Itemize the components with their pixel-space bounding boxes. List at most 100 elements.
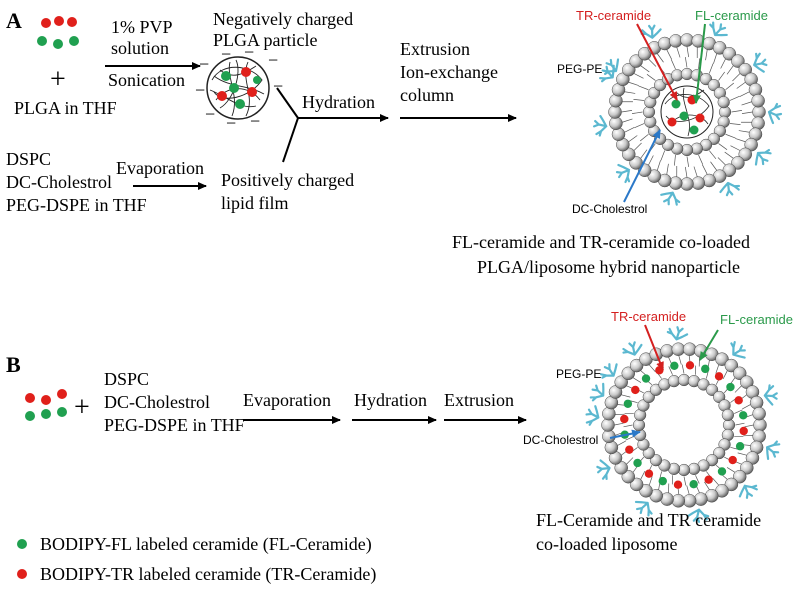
- ceramide-dot: [695, 113, 705, 123]
- plus-sign-b: +: [74, 392, 90, 423]
- fl-ceramide-tag-b: FL-ceramide: [720, 312, 793, 327]
- ceramide-dot: [620, 414, 629, 424]
- legend: BODIPY-FL labeled ceramide (FL-Ceramide)…: [17, 534, 376, 585]
- evaporation-label-b: Evaporation: [243, 390, 331, 410]
- lipid-head: [629, 477, 644, 492]
- peg-pe-chain: [706, 19, 731, 40]
- peg-pe-chain: [767, 102, 783, 125]
- lipid-label-dc-cholestrol-b: DC-Cholestrol: [104, 392, 210, 412]
- ceramide-dot: [704, 475, 713, 484]
- ceramide-dot: [633, 458, 642, 468]
- lipid-head: [732, 469, 747, 484]
- legend-fl-dot: [17, 539, 27, 549]
- dc-pointer-b: [609, 429, 641, 439]
- neg-particle-label-1: Negatively charged: [213, 9, 353, 29]
- charge-sign: −: [250, 111, 260, 131]
- fl-ceramide-tag-a-label: FL-ceramide: [695, 8, 768, 23]
- peg-pe-chain: [763, 438, 782, 463]
- lipid-head: [601, 418, 615, 432]
- extrusion-label-2: Ion-exchange: [400, 62, 498, 82]
- panel-b-label: B: [6, 352, 21, 377]
- ceramide-dot: [701, 364, 710, 374]
- charge-sign: −: [244, 42, 254, 62]
- pvp-solution-label-1: 1% PVP: [111, 17, 173, 37]
- ceramide-dot: [658, 476, 667, 486]
- dc-pointer-a: [623, 129, 661, 203]
- lipid-head: [639, 484, 653, 498]
- ceramide-dot: [714, 372, 724, 381]
- ceramide-dot: [685, 361, 695, 370]
- lipid-head: [749, 395, 764, 410]
- lipid-head: [694, 492, 708, 506]
- tr-ceramide-tag-b: TR-ceramide: [611, 309, 686, 324]
- peg-pe-chain: [658, 189, 682, 208]
- ceramide-dot: [670, 361, 679, 370]
- ceramide-dot: [734, 396, 743, 405]
- plga-in-thf-label: PLGA in THF: [14, 98, 117, 118]
- sonication-label: Sonication: [108, 70, 185, 90]
- legend-tr-dot: [17, 569, 27, 579]
- plus-sign-a: +: [50, 64, 66, 95]
- lipid-head: [602, 406, 616, 421]
- ceramide-dot: [717, 467, 727, 476]
- ceramide-dot: [625, 445, 634, 454]
- lipid-head: [609, 116, 623, 131]
- panel-a-label: A: [6, 8, 22, 33]
- lipid-head: [717, 96, 730, 109]
- lipid-head: [682, 494, 697, 508]
- dc-cholestrol-tag-a: DC-Cholestrol: [572, 202, 647, 216]
- peg-pe-tag-b: PEG-PE: [556, 367, 601, 381]
- ceramide-dot: [641, 374, 651, 383]
- lipid-head: [621, 469, 636, 484]
- neg-particle-label-2: PLGA particle: [213, 30, 317, 50]
- peg-pe-tag-a: PEG-PE: [557, 62, 602, 76]
- lipid-head: [724, 358, 739, 373]
- merge-line-top: [276, 87, 299, 119]
- ceramide-dot: [667, 117, 677, 127]
- lipid-head: [680, 33, 694, 47]
- lipid-head: [753, 418, 767, 432]
- ceramide-dot: [631, 385, 640, 395]
- lipid-head: [752, 105, 766, 119]
- hydration-label-b: Hydration: [354, 390, 427, 410]
- dc-cholestrol-tag-b: DC-Cholestrol: [523, 433, 598, 447]
- lipid-label-peg-dspe-b: PEG-DSPE in THF: [104, 415, 245, 435]
- charge-sign: −: [273, 76, 283, 96]
- ceramide-dot: [726, 382, 735, 392]
- lipid-head: [671, 494, 686, 508]
- charge-sign: −: [199, 54, 209, 74]
- ceramide-dot: [687, 95, 697, 105]
- peg-pe-chain: [591, 114, 609, 138]
- lipid-label-dc-cholestrol-a: DC-Cholestrol: [6, 172, 112, 192]
- legend-fl-label: BODIPY-FL labeled ceramide (FL-Ceramide): [40, 534, 372, 555]
- lipid-head: [682, 342, 697, 356]
- extrusion-label-3: column: [400, 85, 454, 105]
- fl-pointer-a: [692, 23, 706, 104]
- peg-pe-chain: [725, 339, 751, 362]
- ceramide-dot: [735, 442, 745, 451]
- pos-film-label-1: Positively charged: [221, 170, 354, 190]
- ceramide-dots-b: [25, 389, 67, 421]
- charge-sign: −: [221, 44, 231, 64]
- ceramide-dot: [671, 99, 681, 109]
- ceramide-dot: [623, 399, 633, 408]
- caption-b-2: co-loaded liposome: [536, 534, 677, 554]
- lipid-head: [671, 342, 686, 356]
- pvp-solution-label-2: solution: [111, 38, 169, 58]
- caption-b-1: FL-Ceramide and TR ceramide: [536, 510, 761, 530]
- lipid-head: [752, 429, 766, 444]
- lipid-head: [732, 366, 747, 381]
- lipid-head: [604, 440, 619, 455]
- lipid-head: [752, 406, 766, 421]
- ceramide-dot: [739, 411, 748, 420]
- lipid-head: [660, 344, 674, 358]
- pos-film-label-2: lipid film: [221, 193, 289, 213]
- lipid-head: [751, 93, 765, 108]
- charge-sign: −: [195, 80, 205, 100]
- lipid-label-peg-dspe-a: PEG-DSPE in THF: [6, 195, 147, 215]
- lipid-head: [691, 176, 706, 190]
- lipid-head: [629, 358, 644, 373]
- ceramide-dot: [689, 125, 699, 135]
